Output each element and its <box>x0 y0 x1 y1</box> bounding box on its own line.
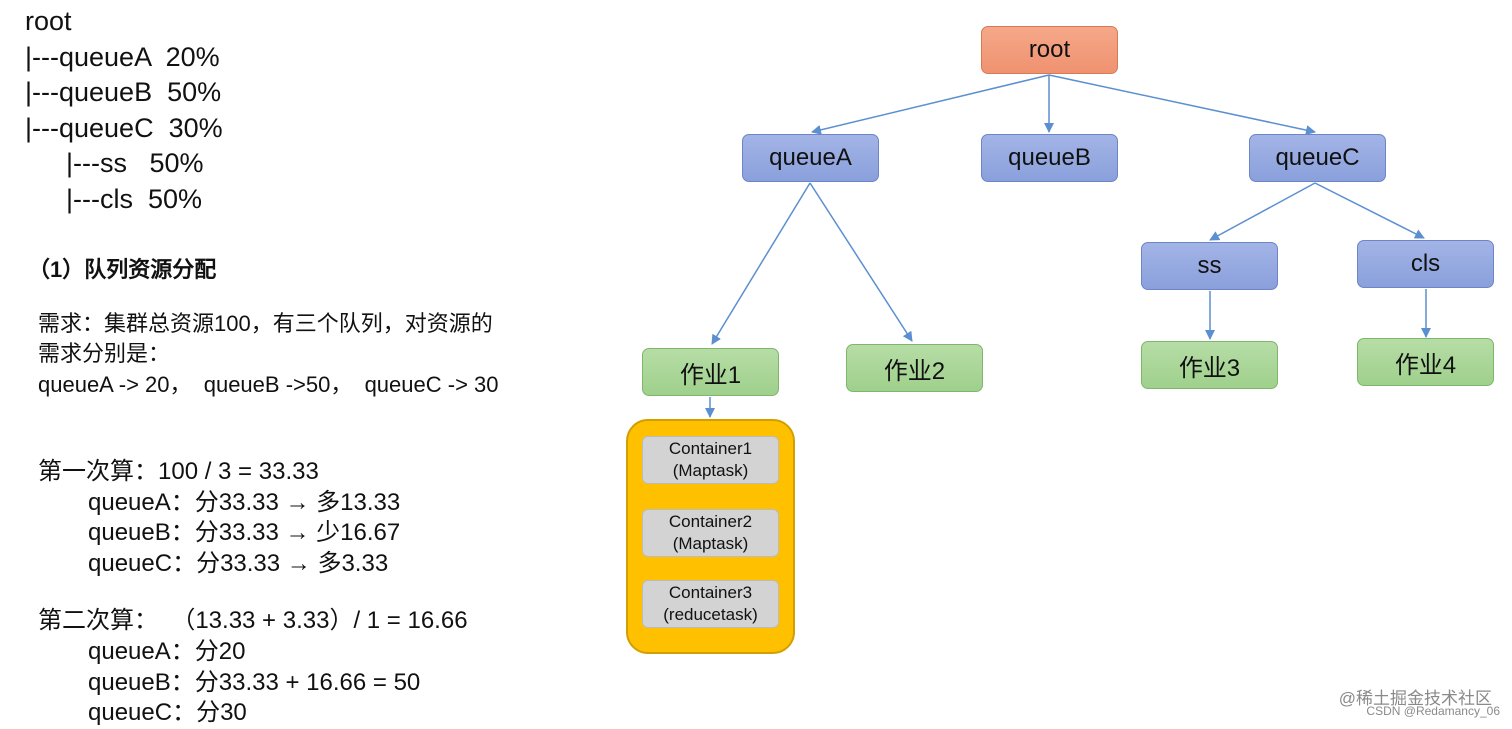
second-calc-title: 第二次算： （13.33 + 3.33）/ 1 = 16.66 <box>38 607 468 634</box>
job2-node: 作业2 <box>846 344 983 392</box>
first-calc-title: 第一次算：100 / 3 = 33.33 <box>38 458 319 485</box>
job3-node: 作业3 <box>1141 341 1278 389</box>
section-heading: （1）队列资源分配 <box>28 257 217 282</box>
container-1: Container1 (Maptask) <box>642 436 779 484</box>
root-node: root <box>981 26 1118 74</box>
container-3: Container3 (reducetask) <box>642 580 779 628</box>
queueA-node: queueA <box>742 134 879 182</box>
ss-node: ss <box>1141 242 1278 290</box>
arrow-queueA-job1 <box>711 182 811 345</box>
second-calc-queueA: queueA：分20 <box>88 638 246 665</box>
queueC-node: queueC <box>1249 134 1386 182</box>
job1-node: 作业1 <box>642 348 779 396</box>
arrow-root-queueC <box>1048 74 1316 136</box>
container-1-name: Container1 <box>668 439 753 458</box>
watermark-site: @稀土掘金技术社区 <box>1338 689 1492 708</box>
tree-line-cls: |---cls 50% <box>66 184 203 214</box>
second-calc-queueB: queueB：分33.33 + 16.66 = 50 <box>88 669 421 696</box>
tree-line-queueC: |---queueC 30% <box>25 113 223 143</box>
requirement-line-1: 需求：集群总资源100，有三个队列，对资源的 <box>38 311 493 336</box>
container-2-task: (Maptask) <box>672 534 749 553</box>
arrow-queueC-cls <box>1314 182 1425 239</box>
container-1-task: (Maptask) <box>672 461 749 480</box>
arrow-queueA-job2 <box>809 182 913 342</box>
second-calc-queueC: queueC：分30 <box>88 699 247 726</box>
tree-line-queueB: |---queueB 50% <box>25 77 222 107</box>
requirement-line-3: queueA -> 20， queueB ->50， queueC -> 30 <box>38 372 499 397</box>
job4-node: 作业4 <box>1357 338 1494 386</box>
tree-line-ss: |---ss 50% <box>66 148 204 178</box>
tree-line-queueA: |---queueA 20% <box>25 42 220 72</box>
container-3-task: (reducetask) <box>663 605 758 624</box>
watermark-author: CSDN @Redamancy_06 <box>1366 704 1500 718</box>
queueB-node: queueB <box>981 134 1118 182</box>
arrow-root-queueA <box>811 74 1050 135</box>
requirement-line-2: 需求分别是： <box>38 341 171 366</box>
container-2: Container2 (Maptask) <box>642 509 779 557</box>
first-calc-queueC: queueC：分33.33 → 多3.33 <box>88 550 389 577</box>
cls-node: cls <box>1357 240 1494 288</box>
first-calc-queueB: queueB：分33.33 → 少16.67 <box>88 519 401 546</box>
tree-line-root: root <box>25 6 72 36</box>
arrow-queueC-ss <box>1209 182 1316 241</box>
container-2-name: Container2 <box>668 512 753 531</box>
container-3-name: Container3 <box>668 583 753 602</box>
first-calc-queueA: queueA：分33.33 → 多13.33 <box>88 489 401 516</box>
